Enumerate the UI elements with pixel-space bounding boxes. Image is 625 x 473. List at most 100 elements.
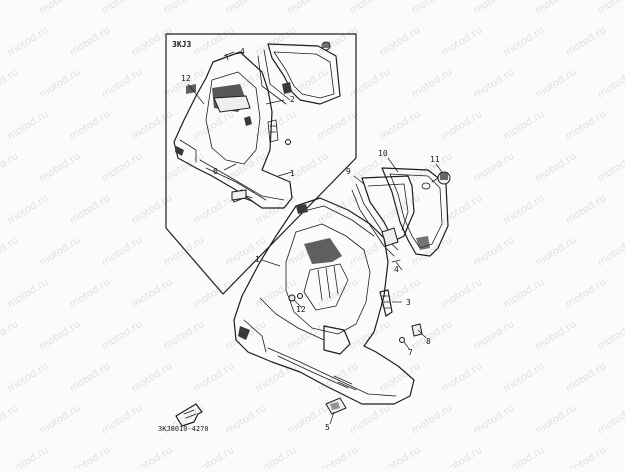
watermark-text: motod.ru: [472, 235, 517, 269]
watermark-text: motod.ru: [440, 445, 485, 468]
watermark-text: motod.ru: [502, 25, 547, 59]
watermark-text: motod.ru: [224, 0, 269, 17]
watermark-text: motod.ru: [410, 403, 455, 437]
watermark-text: motod.ru: [254, 445, 299, 468]
watermark-text: motod.ru: [564, 193, 609, 227]
callout-3: 3: [406, 298, 411, 307]
watermark-text: motod.ru: [100, 235, 145, 269]
watermark-text: motod.ru: [378, 361, 423, 395]
watermark-text: motod.ru: [130, 193, 175, 227]
watermark-text: motod.ru: [192, 277, 237, 311]
watermark-text: motod.ru: [348, 0, 393, 17]
watermark-text: motod.ru: [534, 403, 579, 437]
diagram-code: 3KJ8010-4270: [158, 425, 209, 433]
watermark-text: motod.ru: [378, 445, 423, 468]
watermark-text: motod.ru: [472, 319, 517, 353]
callout-12: 12: [296, 305, 306, 314]
lid-knob: [431, 171, 451, 185]
watermark-text: motod.ru: [6, 193, 51, 227]
watermark-text: motod.ru: [378, 109, 423, 143]
watermark-text: motod.ru: [472, 67, 517, 101]
watermark-text: motod.ru: [38, 403, 83, 437]
inset-callout-12: 12: [181, 74, 191, 83]
watermark-text: motod.ru: [100, 319, 145, 353]
callout-1: 1: [255, 255, 260, 264]
main-leaders: [261, 157, 443, 425]
callout-4: 4: [394, 265, 399, 274]
watermark-text: motod.ru: [130, 277, 175, 311]
watermark-text: motod.ru: [6, 277, 51, 311]
watermark-text: motod.ru: [162, 67, 207, 101]
watermark-text: motod.ru: [596, 151, 625, 185]
watermark-text: motod.ru: [162, 0, 207, 17]
watermark-text: motod.ru: [68, 445, 113, 468]
leg-shield: [233, 197, 415, 405]
watermark-text: motod.ru: [192, 445, 237, 468]
watermark-text: motod.ru: [564, 25, 609, 59]
watermark-text: motod.ru: [68, 277, 113, 311]
watermark-text: motod.ru: [162, 319, 207, 353]
watermark-text: motod.ru: [130, 25, 175, 59]
watermark-text: motod.ru: [286, 151, 331, 185]
watermark-text: motod.ru: [0, 403, 20, 437]
watermark-text: motod.ru: [0, 319, 20, 353]
watermark-text: motod.ru: [286, 403, 331, 437]
watermark-text: motod.ru: [100, 403, 145, 437]
watermark-text: motod.ru: [38, 0, 83, 17]
watermark-text: motod.ru: [348, 403, 393, 437]
front-arrow-icon: [175, 403, 203, 427]
bracket: [379, 289, 393, 317]
watermark-text: motod.ru: [130, 109, 175, 143]
watermark-text: motod.ru: [534, 151, 579, 185]
watermark-text: motod.ru: [68, 25, 113, 59]
inset-pocket-lid: [257, 41, 341, 105]
callout-5: 5: [325, 423, 330, 432]
watermark-text: motod.ru: [162, 151, 207, 185]
watermark-text: motod.ru: [192, 109, 237, 143]
watermark-text: motod.ru: [224, 235, 269, 269]
watermark-text: motod.ru: [596, 403, 625, 437]
watermark-text: motod.ru: [596, 0, 625, 17]
callout-9: 9: [346, 167, 351, 176]
watermark-text: motod.ru: [38, 235, 83, 269]
watermark-text: motod.ru: [502, 109, 547, 143]
watermark-text: motod.ru: [0, 0, 20, 17]
watermark-text: motod.ru: [192, 361, 237, 395]
watermark-text: motod.ru: [38, 67, 83, 101]
watermark-text: motod.ru: [502, 445, 547, 468]
inset-callout-2: 2: [290, 95, 295, 104]
callout-10: 10: [378, 149, 388, 158]
fasteners: [288, 259, 423, 415]
watermark-text: motod.ru: [596, 67, 625, 101]
watermark-text: motod.ru: [0, 151, 20, 185]
watermark-text: motod.ru: [254, 25, 299, 59]
watermark-text: motod.ru: [286, 0, 331, 17]
callout-11: 11: [430, 155, 440, 164]
watermark-text: motod.ru: [564, 109, 609, 143]
watermark-text: motod.ru: [378, 25, 423, 59]
callout-7: 7: [408, 348, 413, 357]
watermark-text: motod.ru: [440, 25, 485, 59]
watermark-text: motod.ru: [472, 0, 517, 17]
watermark-text: motod.ru: [68, 193, 113, 227]
watermark-text: motod.ru: [316, 25, 361, 59]
inset-fasteners: [186, 51, 291, 201]
inset-callout-6: 6: [213, 167, 218, 176]
watermark-text: motod.ru: [348, 319, 393, 353]
watermark-text: motod.ru: [316, 109, 361, 143]
watermark-text: motod.ru: [130, 445, 175, 468]
watermark-text: motod.ru: [68, 109, 113, 143]
watermark-text: motod.ru: [6, 25, 51, 59]
watermark-text: motod.ru: [472, 151, 517, 185]
watermark-text: motod.ru: [68, 361, 113, 395]
watermark-text: motod.ru: [130, 361, 175, 395]
watermark-text: motod.ru: [192, 193, 237, 227]
watermark-text: motod.ru: [100, 0, 145, 17]
watermark-text: motod.ru: [564, 361, 609, 395]
watermark-text: motod.ru: [564, 277, 609, 311]
watermark-text: motod.ru: [100, 67, 145, 101]
watermark-text: motod.ru: [502, 193, 547, 227]
watermark-text: motod.ru: [596, 235, 625, 269]
inset-leaders: [187, 51, 293, 177]
